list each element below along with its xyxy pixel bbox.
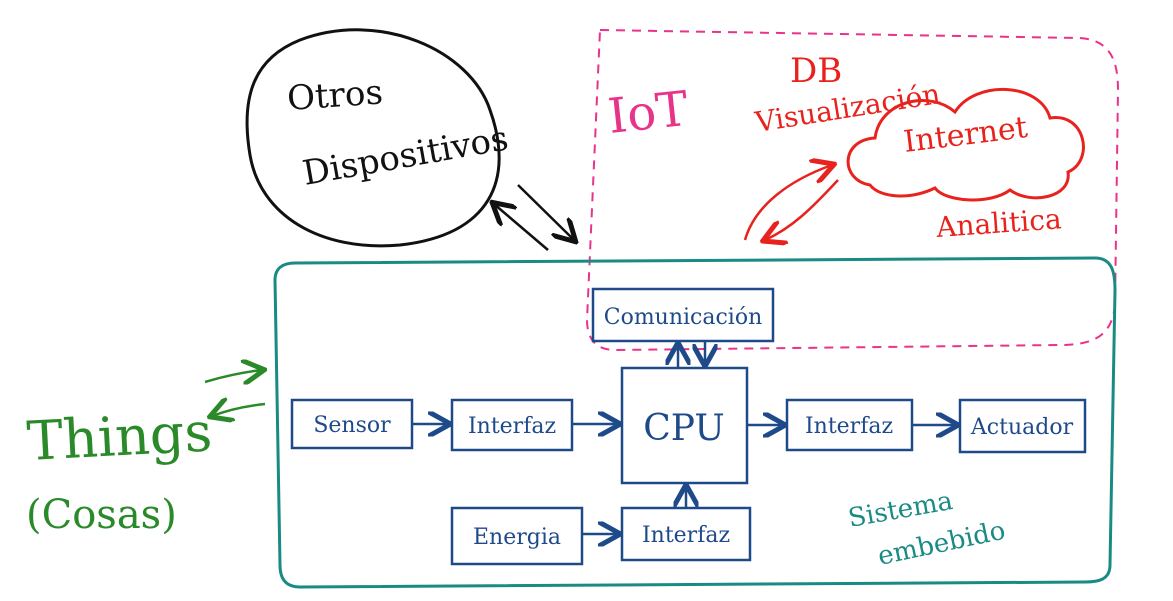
block-cpu-label: CPU: [643, 408, 724, 449]
other-devices-label-line2: Dispositivos: [300, 118, 512, 193]
block-communication: Comunicación: [591, 287, 775, 343]
things-label-line2: (Cosas): [26, 492, 177, 538]
block-sensor-label: Sensor: [313, 413, 391, 438]
db-label: DB: [790, 51, 842, 91]
block-interface-out-label: Interfaz: [805, 414, 893, 439]
arrow-things-to-embedded: [204, 370, 262, 382]
block-interface-in: Interfaz: [450, 398, 574, 452]
arrow-embedded-to-things: [212, 404, 266, 416]
internet-label: Internet: [902, 110, 1030, 160]
block-energy: Energia: [450, 506, 584, 566]
block-communication-label: Comunicación: [604, 305, 763, 330]
block-interface-in-label: Interfaz: [468, 414, 556, 439]
arrow-device-to-embedded: [517, 184, 574, 240]
block-energy-label: Energia: [473, 525, 561, 550]
iot-label: IoT: [605, 81, 690, 145]
analytics-label: Analitica: [934, 202, 1062, 244]
block-interface-out: Interfaz: [785, 398, 914, 452]
embedded-system-label-line1: Sistema: [846, 486, 955, 534]
internet-cloud: [846, 88, 1085, 202]
arrow-embedded-to-internet: [743, 165, 832, 241]
block-sensor: Sensor: [290, 398, 414, 450]
embedded-system-region: [273, 256, 1117, 589]
arrow-internet-to-embedded: [765, 179, 839, 240]
other-devices-blob: [245, 28, 501, 248]
other-devices-label-line1: Otros: [286, 72, 384, 119]
block-interface-power: Interfaz: [620, 506, 752, 562]
block-actuator-label: Actuador: [970, 415, 1074, 440]
things-label-line1: Things: [25, 400, 213, 473]
block-interface-power-label: Interfaz: [642, 523, 730, 548]
arrow-embedded-to-device: [494, 204, 549, 251]
block-actuator: Actuador: [958, 398, 1087, 454]
iot-region: [585, 28, 1120, 352]
block-cpu: CPU: [620, 366, 749, 485]
